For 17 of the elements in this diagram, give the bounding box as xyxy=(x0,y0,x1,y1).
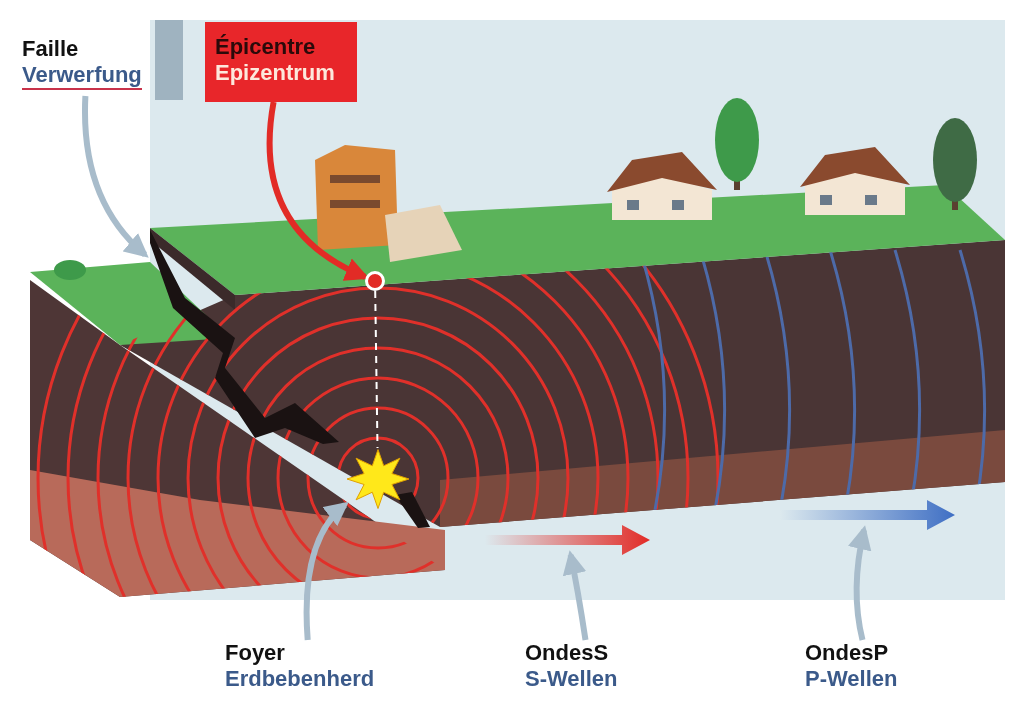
callout-label: Épicentre xyxy=(215,34,317,60)
leader-line xyxy=(82,95,149,258)
callout-label: Erdbebenherd xyxy=(225,666,376,692)
callout-label: OndesS xyxy=(525,640,610,666)
callout-label: Foyer xyxy=(225,640,286,666)
callout-label: OndesP xyxy=(805,640,890,666)
callout-box xyxy=(205,22,357,102)
leader-line xyxy=(848,525,872,641)
leader-line xyxy=(266,101,370,280)
callout-label: P-Wellen xyxy=(805,666,899,692)
callout-label: Epizentrum xyxy=(215,60,336,86)
callout-label: Faille xyxy=(22,36,80,62)
dashed-line xyxy=(374,290,379,449)
leader-line xyxy=(562,550,589,641)
callout-label: Verwerfung xyxy=(22,62,142,90)
leader-line xyxy=(303,501,349,641)
callout-label: S-Wellen xyxy=(525,666,619,692)
